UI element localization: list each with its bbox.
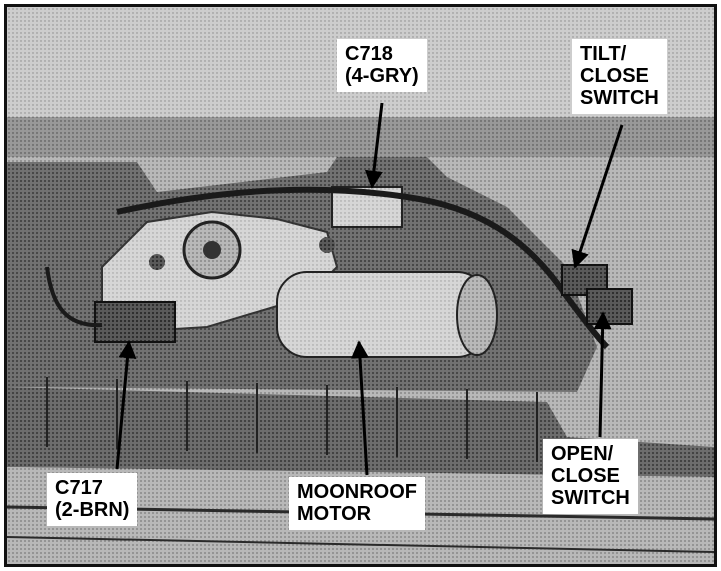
c718-arrow [364, 102, 384, 189]
photo-frame: C718 (4-GRY) TILT/ CLOSE SWITCH C717 (2-… [4, 4, 717, 567]
open-close-arrow [593, 311, 612, 438]
drive-gear-hub [203, 241, 221, 259]
c717-label-line1: C717 [55, 477, 103, 499]
trim-line-2 [7, 536, 714, 553]
moonroof-motor-label: MOONROOF MOTOR [289, 477, 425, 530]
open-close-label-line2: CLOSE [551, 465, 620, 487]
moonroof-motor-arrow [350, 340, 369, 476]
c718-label-line2: (4-GRY) [345, 65, 419, 87]
track-ribs [46, 377, 538, 462]
open-close-label-line1: OPEN/ [551, 443, 614, 465]
wiring-harness [116, 186, 610, 350]
motor-body [276, 271, 488, 358]
open-close-switch [586, 288, 633, 325]
c718-label-line1: C718 [345, 43, 393, 65]
open-close-label-line3: SWITCH [551, 487, 630, 509]
roof-dark-edge [7, 117, 714, 157]
tilt-close-switch [561, 264, 608, 296]
c717-arrow [115, 340, 137, 470]
wiring-harness-2 [45, 266, 103, 328]
open-close-switch-label: OPEN/ CLOSE SWITCH [543, 439, 638, 514]
c717-label-line2: (2-BRN) [55, 499, 130, 521]
tilt-close-label-line1: TILT/ [580, 43, 627, 65]
moonroof-motor-label-line2: MOTOR [297, 503, 372, 525]
mount-bolt-1 [149, 254, 165, 270]
moonroof-motor-label-line1: MOONROOF [297, 481, 417, 503]
motor-end-cap [456, 274, 498, 356]
tilt-close-label-line2: CLOSE [580, 65, 649, 87]
c718-label: C718 (4-GRY) [337, 39, 427, 92]
c717-label: C717 (2-BRN) [47, 473, 138, 526]
tilt-close-switch-label: TILT/ CLOSE SWITCH [572, 39, 667, 114]
tilt-close-label-line3: SWITCH [580, 87, 659, 109]
mount-bolt-2 [319, 237, 335, 253]
c717-connector [94, 301, 176, 343]
tilt-close-arrow [571, 124, 624, 269]
